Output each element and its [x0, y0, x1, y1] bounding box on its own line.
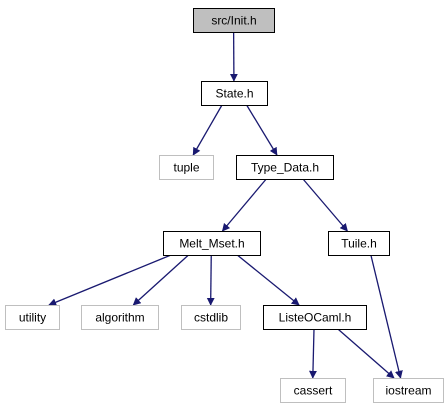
node-iostream: iostream	[373, 378, 444, 403]
node-box-iostream	[373, 378, 444, 403]
edge-meltmset-to-utility	[48, 254, 172, 306]
node-cassert: cassert	[280, 378, 346, 403]
node-tuile[interactable]: Tuile.h	[328, 231, 390, 256]
edge-meltmset-to-algorithm	[132, 254, 189, 306]
node-init[interactable]: src/Init.h	[193, 8, 275, 33]
edge-listeo-to-iostream	[337, 328, 395, 379]
edge-tuile-to-iostream	[370, 254, 403, 379]
node-label-tuile: Tuile.h	[341, 237, 377, 251]
node-box-state	[201, 81, 268, 106]
node-box-cstdlib	[181, 305, 241, 330]
node-label-state: State.h	[215, 87, 253, 101]
node-box-tuple	[159, 155, 214, 180]
node-tuple: tuple	[159, 155, 214, 180]
node-box-init	[193, 8, 275, 33]
node-box-utility	[5, 305, 60, 330]
node-box-tuile	[328, 231, 390, 256]
node-box-meltmset	[163, 231, 261, 256]
node-label-utility: utility	[19, 311, 46, 325]
edge-typedata-to-tuile	[302, 178, 348, 232]
node-algorithm: algorithm	[81, 305, 159, 330]
edge-listeo-to-cassert	[308, 328, 317, 379]
node-typedata[interactable]: Type_Data.h	[236, 155, 334, 180]
node-label-typedata: Type_Data.h	[251, 161, 319, 175]
node-label-init: src/Init.h	[211, 14, 256, 28]
node-meltmset[interactable]: Melt_Mset.h	[163, 231, 261, 256]
node-label-iostream: iostream	[385, 384, 431, 398]
edge-meltmset-to-cstdlib	[206, 254, 215, 306]
node-label-meltmset: Melt_Mset.h	[179, 237, 244, 251]
node-state[interactable]: State.h	[201, 81, 268, 106]
edge-state-to-tuple	[192, 104, 223, 156]
edge-state-to-typedata	[246, 104, 278, 156]
node-label-cstdlib: cstdlib	[194, 311, 228, 325]
node-box-typedata	[236, 155, 334, 180]
node-label-cassert: cassert	[294, 384, 333, 398]
node-cstdlib: cstdlib	[181, 305, 241, 330]
edge-meltmset-to-listeo	[236, 254, 300, 306]
node-label-listeo: ListeOCaml.h	[279, 311, 352, 325]
edge-typedata-to-meltmset	[221, 178, 267, 232]
node-box-cassert	[280, 378, 346, 403]
node-listeo[interactable]: ListeOCaml.h	[263, 305, 367, 330]
node-box-algorithm	[81, 305, 159, 330]
node-box-listeo	[263, 305, 367, 330]
node-label-algorithm: algorithm	[95, 311, 144, 325]
node-label-tuple: tuple	[173, 161, 199, 175]
node-utility: utility	[5, 305, 60, 330]
edges	[48, 31, 403, 379]
